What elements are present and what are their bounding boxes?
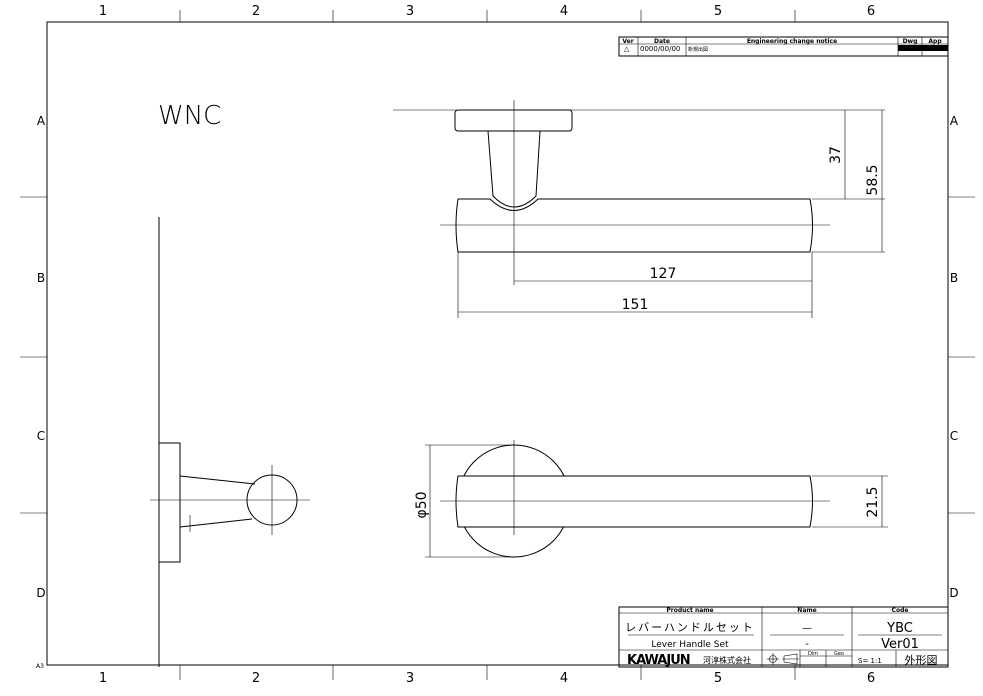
- svg-text:Code: Code: [892, 607, 909, 614]
- svg-text:B: B: [950, 271, 958, 285]
- svg-text:A: A: [37, 114, 46, 128]
- row-labels-right: A B C D: [949, 114, 959, 600]
- title-block: Product name Name Code レバーハンドルセット Lever …: [618, 606, 949, 668]
- top-view: [393, 100, 885, 318]
- dimension-37: 37: [828, 146, 844, 164]
- svg-text:Ver: Ver: [622, 38, 633, 45]
- dimension-127: 127: [650, 266, 677, 282]
- svg-text:5: 5: [714, 4, 722, 19]
- drawing-label: WNC: [158, 101, 221, 131]
- projection-symbol-icon: [767, 653, 799, 665]
- svg-text:Geo: Geo: [834, 651, 844, 657]
- front-view: [425, 440, 888, 558]
- svg-text:4: 4: [560, 4, 568, 19]
- svg-text:1: 1: [99, 4, 107, 19]
- svg-text:S= 1:1: S= 1:1: [858, 657, 882, 665]
- svg-text:△: △: [624, 45, 630, 53]
- svg-text:Name: Name: [797, 607, 816, 614]
- svg-text:C: C: [37, 429, 45, 443]
- svg-text:B: B: [37, 271, 45, 285]
- svg-text:A: A: [950, 114, 959, 128]
- svg-text:2: 2: [252, 671, 260, 686]
- svg-text:3: 3: [406, 671, 414, 686]
- svg-text:Dim: Dim: [808, 651, 818, 657]
- svg-text:D: D: [36, 586, 45, 600]
- drawing-border: [46, 21, 949, 666]
- svg-text:6: 6: [867, 671, 875, 686]
- svg-text:3: 3: [406, 4, 414, 19]
- zone-ticks: [20, 10, 975, 680]
- dimension-151: 151: [622, 297, 649, 313]
- column-labels-bottom: 1 2 3 4 5 6: [99, 671, 875, 686]
- column-labels-top: 1 2 3 4 5 6: [99, 4, 875, 19]
- side-view: [150, 217, 310, 667]
- svg-text:5: 5: [714, 671, 722, 686]
- svg-text:Engineering change notice: Engineering change notice: [747, 38, 837, 45]
- dimension-diameter-50: φ50: [414, 491, 430, 518]
- svg-text:YBC: YBC: [886, 621, 913, 636]
- svg-text:Date: Date: [654, 38, 670, 45]
- dimension-58-5: 58.5: [865, 164, 881, 195]
- svg-text:D: D: [949, 586, 958, 600]
- svg-text:外形図: 外形図: [905, 654, 938, 667]
- svg-text:河淳株式会社: 河淳株式会社: [703, 655, 751, 665]
- svg-text:2: 2: [252, 4, 260, 19]
- svg-text:Ver01: Ver01: [881, 637, 919, 652]
- revision-block: Ver Date Engineering change notice Dwg A…: [618, 36, 949, 57]
- svg-text:Lever Handle Set: Lever Handle Set: [651, 640, 729, 650]
- svg-text:-: -: [805, 639, 809, 650]
- svg-text:App: App: [928, 38, 942, 45]
- svg-text:0000/00/00: 0000/00/00: [640, 45, 680, 53]
- svg-text:新規出図: 新規出図: [688, 46, 708, 53]
- sheet-size: A3: [36, 663, 44, 670]
- svg-text:Product name: Product name: [666, 607, 713, 614]
- company-logo: KAWAJUN: [627, 653, 690, 668]
- svg-text:1: 1: [99, 671, 107, 686]
- svg-text:6: 6: [867, 4, 875, 19]
- svg-text:C: C: [950, 429, 958, 443]
- svg-text:レバーハンドルセット: レバーハンドルセット: [625, 621, 755, 634]
- row-labels-left: A B C D: [36, 114, 46, 600]
- svg-text:Dwg: Dwg: [903, 38, 918, 45]
- svg-text:—: —: [802, 623, 812, 634]
- svg-text:4: 4: [560, 671, 568, 686]
- dimension-21-5: 21.5: [865, 486, 881, 517]
